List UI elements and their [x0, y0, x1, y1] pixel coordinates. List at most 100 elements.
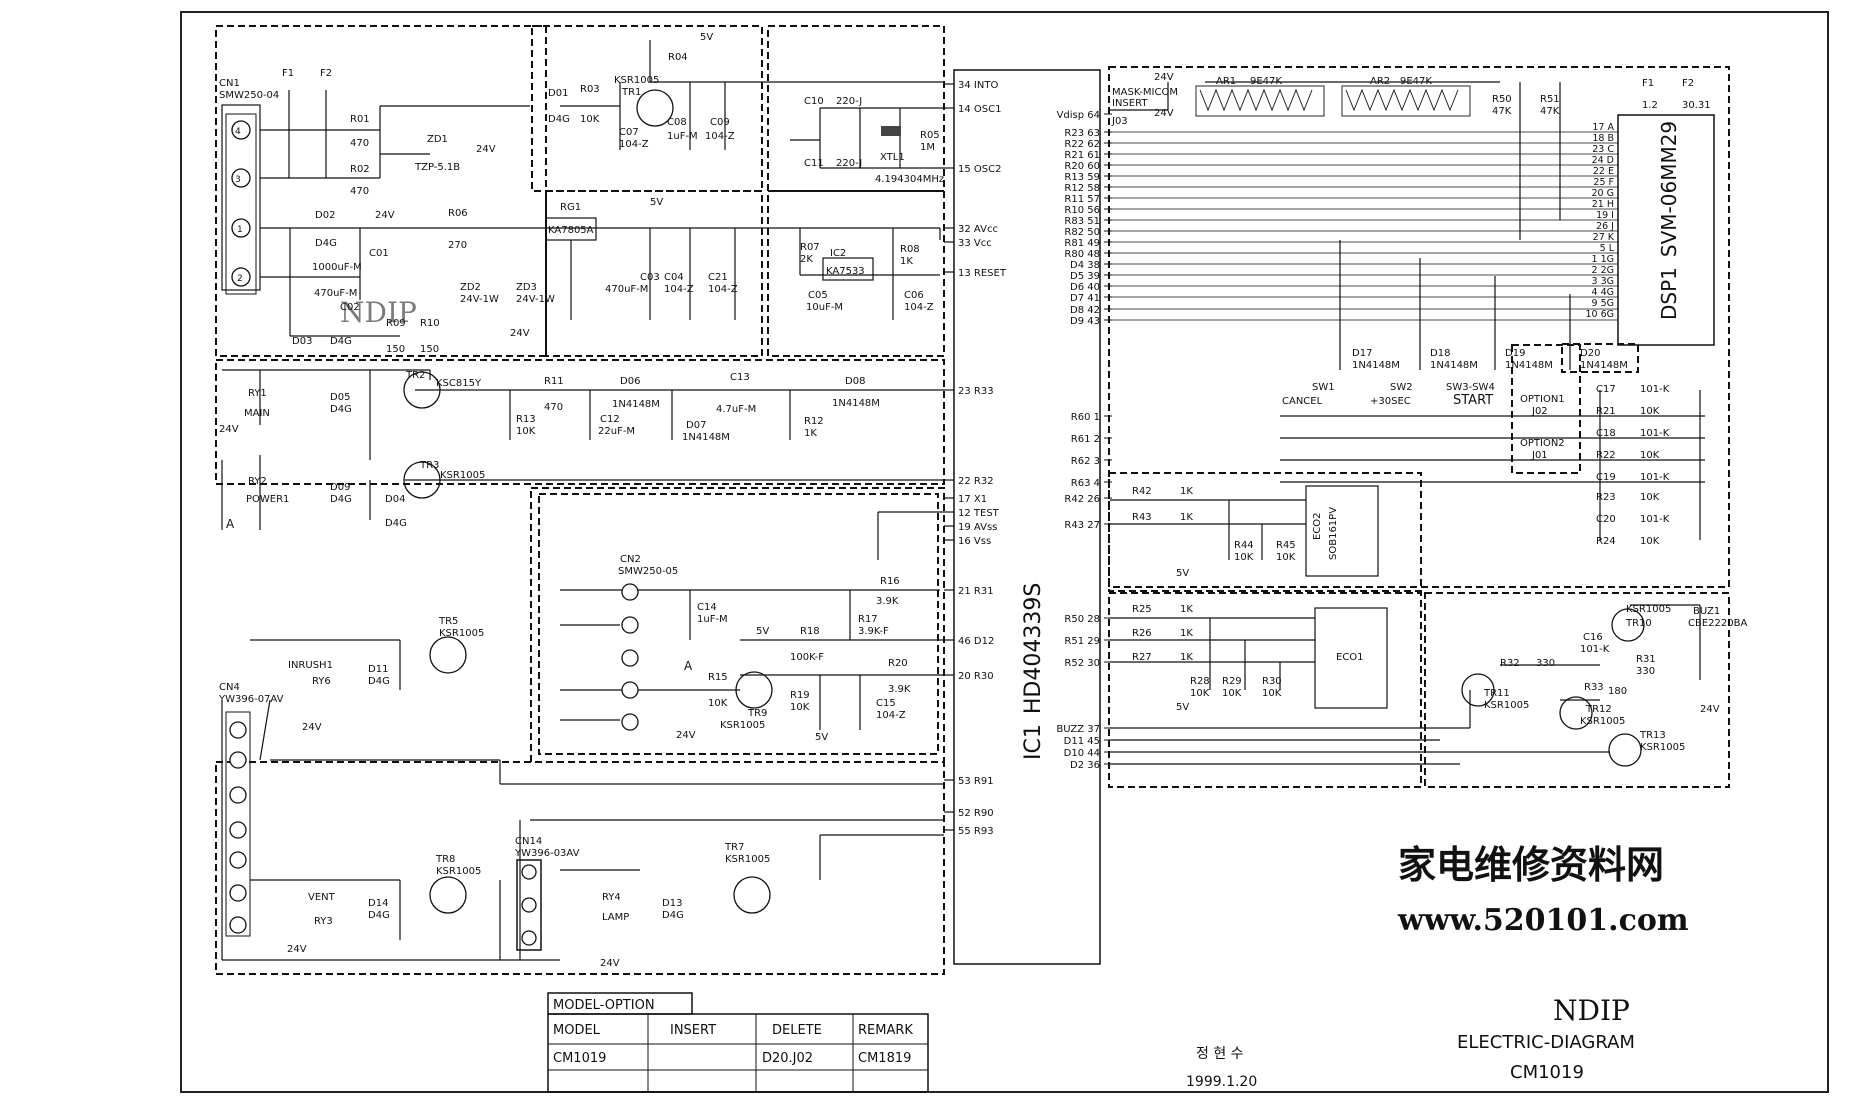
watermark-cn: 家电维修资料网: [1398, 842, 1664, 887]
svg-text:10K: 10K: [708, 698, 728, 709]
svg-text:KSR1005: KSR1005: [1484, 700, 1529, 711]
svg-text:R51: R51: [1540, 94, 1560, 105]
svg-text:4: 4: [235, 127, 241, 137]
svg-text:D02: D02: [315, 210, 335, 221]
svg-text:5V: 5V: [815, 732, 828, 743]
svg-text:KSR1005: KSR1005: [1580, 716, 1625, 727]
svg-text:D08: D08: [845, 376, 865, 387]
svg-text:10K: 10K: [1276, 552, 1296, 563]
dsp1-pin-label: 5 L: [1600, 243, 1615, 254]
svg-text:D4G: D4G: [368, 676, 390, 687]
header-remark: REMARK: [858, 1023, 913, 1038]
svg-text:470: 470: [350, 186, 369, 197]
svg-text:R28: R28: [1190, 676, 1210, 687]
svg-text:2: 2: [237, 274, 243, 284]
svg-text:CN4: CN4: [219, 682, 240, 693]
svg-text:VENT: VENT: [308, 892, 336, 903]
ic1-left-pin-label: R51 29: [1064, 636, 1100, 647]
ic1-pin-label: 12 TEST: [958, 508, 1000, 519]
svg-text:1N4148M: 1N4148M: [682, 432, 730, 443]
svg-text:24V: 24V: [219, 424, 239, 435]
svg-text:INRUSH1: INRUSH1: [288, 660, 333, 671]
svg-text:3.9K-F: 3.9K-F: [858, 626, 889, 637]
svg-text:A: A: [226, 517, 235, 531]
ic1-pin-label: 55 R93: [958, 826, 994, 837]
ic1-pin-label: 23 R33: [958, 386, 994, 397]
dsp1-pin-label: 26 J: [1596, 221, 1614, 232]
dsp1-pin-label: 23 C: [1592, 144, 1614, 155]
watermark-url: www.520101.com: [1397, 903, 1689, 938]
header-insert: INSERT: [670, 1023, 716, 1038]
svg-text:R43: R43: [1132, 512, 1152, 523]
ic1-pin-label: 46 D12: [958, 636, 994, 647]
svg-text:R06: R06: [448, 208, 468, 219]
svg-text:10K: 10K: [1234, 552, 1254, 563]
svg-text:KSR1005: KSR1005: [436, 866, 481, 877]
svg-text:R01: R01: [350, 114, 370, 125]
svg-text:101-K: 101-K: [1580, 644, 1610, 655]
svg-text:C14: C14: [697, 602, 717, 613]
svg-text:C18: C18: [1596, 428, 1616, 439]
svg-text:1000uF-M: 1000uF-M: [312, 262, 362, 273]
ic1-left-pin-label: D7 41: [1070, 293, 1100, 304]
svg-text:R05: R05: [920, 130, 940, 141]
svg-text:R25: R25: [1132, 604, 1152, 615]
svg-text:D19: D19: [1505, 348, 1525, 359]
svg-text:AR1: AR1: [1216, 76, 1236, 87]
svg-text:10K: 10K: [1640, 406, 1660, 417]
svg-text:D4G: D4G: [662, 910, 684, 921]
svg-text:30.31: 30.31: [1682, 100, 1711, 111]
ic1-left-pin-label: R11 57: [1064, 194, 1100, 205]
svg-text:470uF-M: 470uF-M: [605, 284, 648, 295]
svg-text:R27: R27: [1132, 652, 1152, 663]
svg-text:1K: 1K: [1180, 512, 1193, 523]
dsp1-body: [1617, 114, 1715, 346]
svg-text:4.194304MHz: 4.194304MHz: [875, 174, 944, 185]
svg-text:1.2: 1.2: [1642, 100, 1658, 111]
ic1-left-pin-label: R42 26: [1064, 494, 1100, 505]
svg-text:1uF-M: 1uF-M: [697, 614, 728, 625]
svg-text:1K: 1K: [1180, 652, 1193, 663]
svg-text:1K: 1K: [900, 256, 913, 267]
svg-text:CN2: CN2: [620, 554, 641, 565]
svg-text:ZD3: ZD3: [516, 282, 537, 293]
svg-text:MAIN: MAIN: [244, 408, 270, 419]
svg-text:CN14: CN14: [515, 836, 542, 847]
svg-text:1N4148M: 1N4148M: [612, 399, 660, 410]
crystal: [881, 126, 901, 136]
dsp1-pin-label: 2 2G: [1592, 265, 1614, 276]
ic1-left-pin-label: Vdisp 64: [1057, 110, 1100, 121]
svg-text:D05: D05: [330, 392, 350, 403]
svg-text:R42: R42: [1132, 486, 1152, 497]
ic1-pin-label: 34 INTO: [958, 80, 998, 91]
svg-text:2K: 2K: [800, 254, 813, 265]
ic1-left-pin-label: R23 63: [1064, 128, 1100, 139]
svg-text:TR8: TR8: [435, 854, 455, 865]
svg-text:R50: R50: [1492, 94, 1512, 105]
svg-text:R04: R04: [668, 52, 688, 63]
svg-text:1K: 1K: [1180, 486, 1193, 497]
svg-text:4.7uF-M: 4.7uF-M: [716, 404, 756, 415]
ic1-left-pin-label: D2 36: [1070, 760, 1100, 771]
ic1-left-pin-label: R50 28: [1064, 614, 1100, 625]
svg-text:F2: F2: [320, 68, 332, 79]
svg-text:START: START: [1453, 393, 1493, 408]
svg-text:KSR1005: KSR1005: [440, 470, 485, 481]
svg-text:A: A: [684, 659, 693, 673]
svg-text:MODEL-OPTION: MODEL-OPTION: [553, 998, 655, 1013]
svg-text:470uF-M: 470uF-M: [314, 288, 357, 299]
ic1-left-pin-label: D6 40: [1070, 282, 1100, 293]
svg-text:R16: R16: [880, 576, 900, 587]
ic1-pin-label: 21 R31: [958, 586, 994, 597]
svg-text:POWER1: POWER1: [246, 494, 289, 505]
transistors: [403, 89, 1645, 914]
svg-text:F1: F1: [282, 68, 294, 79]
title-text: ELECTRIC-DIAGRAM: [1457, 1032, 1635, 1053]
svg-text:SMW250-04: SMW250-04: [219, 90, 279, 101]
svg-text:1M: 1M: [920, 142, 935, 153]
svg-text:9E47K: 9E47K: [1400, 76, 1432, 87]
